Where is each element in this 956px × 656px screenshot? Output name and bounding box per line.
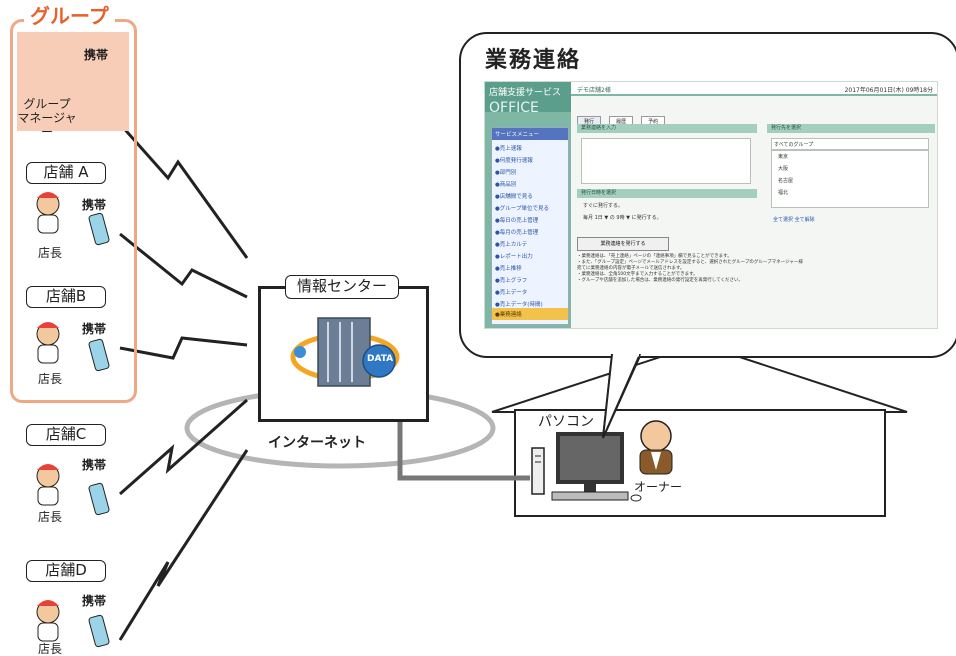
menu-item[interactable]: ●部門別 bbox=[495, 170, 517, 176]
menu-item[interactable]: サービスメニュー bbox=[492, 128, 568, 140]
owner-label: オーナー bbox=[634, 480, 683, 494]
screen-brand: 店舗支援サービス OFFICE bbox=[485, 82, 571, 116]
shop-c-label: 店舗C bbox=[26, 424, 106, 446]
group-box bbox=[10, 19, 137, 403]
business-contact-screen: 店舗支援サービス OFFICE サービスメニュー ●売上速報 ●何度発行速報 ●… bbox=[484, 81, 938, 329]
menu-item[interactable]: ●グループ単位で見る bbox=[495, 206, 549, 212]
menu-item[interactable]: ●売上速報 bbox=[495, 146, 522, 152]
menu-item[interactable]: ●毎月の売上管理 bbox=[495, 230, 539, 236]
target-item[interactable]: 東京 bbox=[778, 154, 789, 160]
manager-role: 店長 bbox=[38, 642, 63, 656]
group-title: グループ bbox=[24, 4, 115, 28]
panel-target-header: 発行先を選択 bbox=[767, 124, 935, 133]
link-manager bbox=[118, 123, 249, 259]
target-item[interactable]: 大阪 bbox=[778, 166, 789, 172]
menu-item-active[interactable]: ●業務連絡 bbox=[492, 308, 568, 320]
shop-a-label: 店舗 A bbox=[26, 162, 106, 184]
screen-menu: サービスメニュー ●売上速報 ●何度発行速報 ●部門別 ●商品別 ●店舗間で見る… bbox=[491, 127, 569, 325]
manager-role: 店長 bbox=[38, 372, 63, 386]
menu-item[interactable]: ●何度発行速報 bbox=[495, 158, 533, 164]
link-shop-b bbox=[119, 336, 248, 360]
manager-role: 店長 bbox=[38, 246, 63, 260]
shop-d-label: 店舗D bbox=[26, 560, 106, 582]
data-badge: DATA bbox=[367, 354, 394, 364]
menu-item[interactable]: ●売上カルテ bbox=[495, 242, 528, 248]
manager-label: グループ マネージャー bbox=[17, 97, 77, 139]
timing-monthly-radio[interactable]: 毎月 1日 ▼ の 9時 ▼ に発行する。 bbox=[583, 215, 662, 221]
menu-item[interactable]: ●売上データ bbox=[495, 290, 528, 296]
timing-now-radio[interactable]: すぐに発行する。 bbox=[583, 203, 624, 209]
manager-highlight bbox=[17, 32, 129, 131]
target-list: 東京 大阪 名古屋 福北 bbox=[771, 150, 929, 208]
upload-arrow-line bbox=[397, 404, 530, 481]
menu-item[interactable]: ●店舗間で見る bbox=[495, 194, 533, 200]
keitai-label: 携帯 bbox=[84, 48, 109, 62]
screen-header: デモ店舗2様 2017年06月01日(木) 09時18分 bbox=[571, 82, 937, 96]
link-shop-c bbox=[119, 398, 248, 496]
menu-item[interactable]: ●売上データ(時間) bbox=[495, 302, 543, 308]
panel-input-header: 業務連絡を入力 bbox=[577, 124, 757, 133]
screen-date: 2017年06月01日(木) 09時18分 bbox=[844, 87, 933, 94]
manager-role: 店長 bbox=[38, 510, 63, 524]
keitai-label: 携帯 bbox=[82, 458, 107, 472]
menu-item[interactable]: ●売上推移 bbox=[495, 266, 522, 272]
internet-label: インターネット bbox=[268, 435, 366, 451]
target-item[interactable]: 名古屋 bbox=[778, 178, 794, 184]
menu-item[interactable]: ●レポート出力 bbox=[495, 254, 533, 260]
screen-notes: ・業務連絡は、「売上連絡」ページの「連絡事項」欄で見ることができます。 ・また、… bbox=[577, 254, 803, 283]
menu-item[interactable]: ●毎日の売上管理 bbox=[495, 218, 539, 224]
link-shop-d bbox=[118, 449, 249, 641]
send-message-button[interactable]: 業務連絡を発行する bbox=[577, 237, 669, 251]
owner-face bbox=[640, 420, 672, 452]
target-item[interactable]: 福北 bbox=[778, 190, 789, 196]
message-textarea[interactable] bbox=[581, 138, 751, 184]
menu-item[interactable]: ●売上グラフ bbox=[495, 278, 528, 284]
pc-keyboard bbox=[551, 491, 629, 501]
select-all-links[interactable]: 全て選択 全て解除 bbox=[773, 217, 815, 223]
keitai-label: 携帯 bbox=[82, 322, 107, 336]
server-graphic bbox=[290, 317, 400, 387]
info-center-label: 情報センター bbox=[285, 275, 399, 299]
group-select[interactable]: すべてのグループ bbox=[771, 138, 929, 150]
bubble-title: 業務連絡 bbox=[485, 48, 582, 73]
panel-timing-header: 発行日時を選択 bbox=[577, 189, 757, 198]
shop-b-label: 店舗B bbox=[26, 286, 106, 308]
pc-label: パソコン bbox=[538, 414, 594, 430]
keitai-label: 携帯 bbox=[82, 198, 107, 212]
pc-tower bbox=[531, 447, 545, 495]
bubble-tail bbox=[602, 354, 642, 439]
link-shop-a bbox=[119, 232, 248, 299]
keitai-label: 携帯 bbox=[82, 594, 107, 608]
menu-item[interactable]: ●商品別 bbox=[495, 182, 517, 188]
